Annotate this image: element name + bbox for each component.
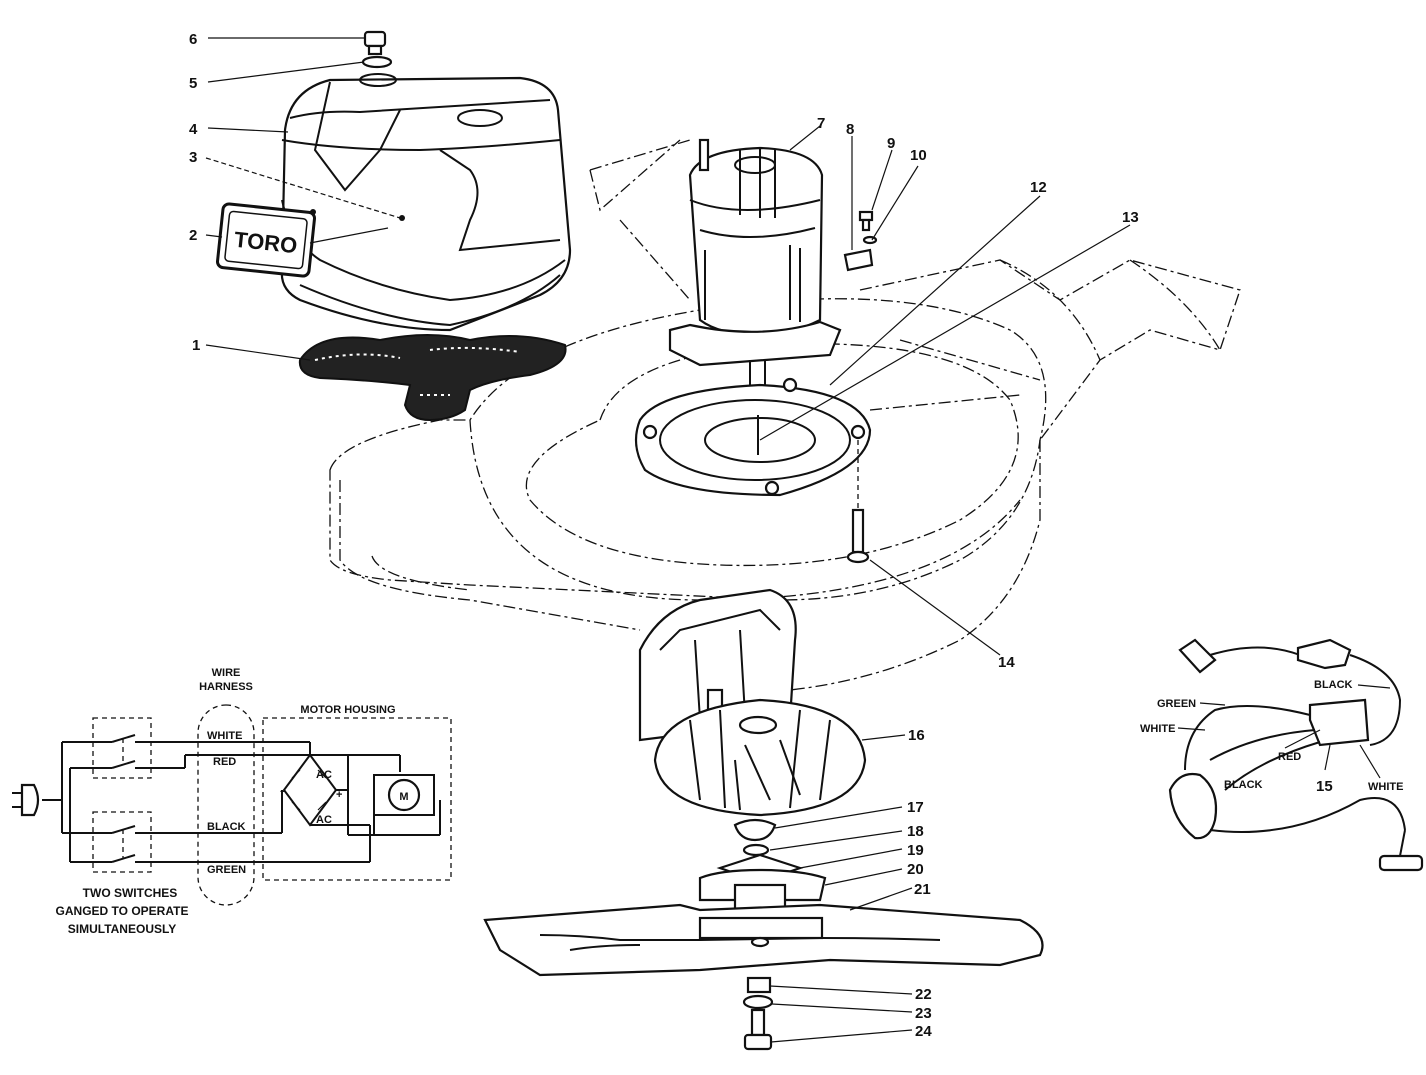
detail-red: RED — [1278, 751, 1301, 763]
wire-red-label: RED — [213, 756, 236, 768]
wire-black-label: BLACK — [207, 821, 246, 833]
switch-caption-3: SIMULTANEOUSLY — [68, 922, 176, 936]
wire-green-label: GREEN — [207, 864, 246, 876]
callout-18: 18 — [907, 823, 924, 840]
detail-white-right: WHITE — [1368, 781, 1403, 793]
callout-23: 23 — [915, 1005, 932, 1022]
callout-10: 10 — [910, 147, 927, 164]
callout-19: 19 — [907, 842, 924, 859]
wire-white-label: WHITE — [207, 730, 242, 742]
callout-8: 8 — [846, 121, 854, 138]
blade-bolt-stack — [742, 976, 774, 1051]
leader-lines — [205, 37, 1131, 1043]
blade-adapter-stack — [698, 818, 827, 917]
motor-symbol: M — [399, 791, 408, 803]
toro-badge: TORO — [216, 202, 316, 278]
mower-blade — [483, 903, 1044, 977]
mount-bolt — [846, 440, 870, 564]
callout-6: 6 — [189, 31, 197, 48]
harness-title-1: WIRE — [212, 667, 241, 679]
harness-title-2: HARNESS — [199, 681, 253, 693]
callout-20: 20 — [907, 861, 924, 878]
callout-22: 22 — [915, 986, 932, 1003]
detail-green: GREEN — [1157, 698, 1196, 710]
foam-filter — [298, 334, 567, 422]
callout-numbers: 6 5 4 3 2 1 7 8 9 10 12 13 14 15 16 17 1… — [189, 31, 1333, 1040]
harness-detail: GREEN WHITE BLACK RED BLACK WHITE — [1140, 638, 1424, 872]
callout-15: 15 — [1316, 778, 1333, 795]
cooling-fan — [653, 698, 867, 817]
callout-5: 5 — [189, 75, 197, 92]
detail-white: WHITE — [1140, 723, 1175, 735]
electric-motor — [668, 138, 842, 395]
switch-caption-1: TWO SWITCHES — [83, 886, 178, 900]
detail-black-bottom: BLACK — [1224, 779, 1263, 791]
callout-3: 3 — [189, 149, 197, 166]
detail-black-top: BLACK — [1314, 679, 1353, 691]
callout-16: 16 — [908, 727, 925, 744]
callout-17: 17 — [907, 799, 924, 816]
switch-caption-2: GANGED TO OPERATE — [56, 904, 189, 918]
callout-21: 21 — [914, 881, 931, 898]
callout-4: 4 — [189, 121, 198, 138]
callout-7: 7 — [817, 115, 825, 132]
bridge-ac-bottom: AC — [316, 814, 332, 826]
motor-cover — [280, 73, 572, 332]
callout-13: 13 — [1122, 209, 1139, 226]
callout-14: 14 — [998, 654, 1015, 671]
wiring-schematic: WIRE HARNESS WHITE RED BLACK GREEN MOTOR… — [12, 667, 452, 936]
cap-screw-and-washer — [361, 30, 393, 69]
callout-12: 12 — [1030, 179, 1047, 196]
clamp-and-screw — [843, 210, 878, 272]
callout-9: 9 — [887, 135, 895, 152]
motor-housing-title: MOTOR HOUSING — [300, 704, 395, 716]
bridge-minus: − — [280, 786, 286, 798]
bridge-ac-top: AC — [316, 769, 332, 781]
callout-2: 2 — [189, 227, 197, 244]
callout-1: 1 — [192, 337, 200, 354]
motor-mount-plate — [634, 377, 872, 497]
callout-24: 24 — [915, 1023, 932, 1040]
bridge-plus: + — [336, 789, 342, 801]
